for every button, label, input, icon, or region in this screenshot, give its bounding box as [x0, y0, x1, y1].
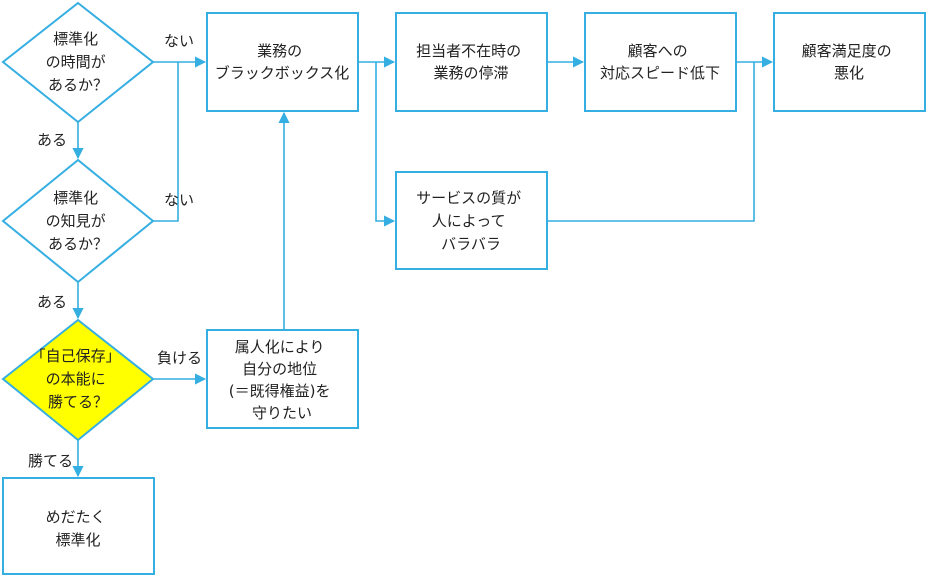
node-text-line: の時間が	[46, 53, 106, 71]
edge-blackbox-quality	[375, 62, 396, 227]
node-text-line: 顧客への	[628, 42, 688, 60]
label-instinct-win: 勝てる	[28, 452, 73, 470]
node-text-line: 標準化	[53, 30, 98, 48]
svg-text:「自己保存」 の本能に 勝てる？: 「自己保存」 の本能に 勝てる？	[31, 347, 126, 411]
svg-text:顧客への 対応スピード低下: 顧客への 対応スピード低下	[600, 42, 720, 82]
label-time-no: ない	[164, 32, 194, 50]
node-text-line: バラバラ	[441, 235, 501, 253]
box-shape	[773, 12, 926, 112]
node-text-line: 業務の停滞	[433, 64, 508, 82]
decision-knowledge: 標準化 の知見が あるか？	[1, 158, 155, 284]
node-text-line: 人によって	[432, 212, 506, 230]
box-stagnation: 担当者不在時の 業務の停滞	[395, 12, 548, 112]
diamond-shape	[1, 1, 155, 124]
node-text-line: 「自己保存」	[31, 347, 121, 365]
box-shape	[584, 12, 737, 112]
svg-text:めだたく 標準化: めだたく 標準化	[46, 508, 111, 549]
box-shape	[395, 171, 548, 270]
node-text-line: 守りたい	[252, 404, 312, 422]
box-standardize: めだたく 標準化	[2, 477, 155, 575]
node-text-line: めだたく	[46, 508, 106, 526]
node-text-line: の本能に	[46, 370, 106, 388]
box-satisfaction: 顧客満足度の 悪化	[773, 12, 926, 112]
node-text-line: 自分の地位	[242, 360, 317, 378]
svg-text:担当者不在時の 業務の停滞: 担当者不在時の 業務の停滞	[416, 42, 526, 82]
box-shape	[206, 329, 359, 429]
label-time-yes: ある	[37, 131, 67, 149]
box-shape	[206, 12, 359, 112]
edge-labels: ない ある ない ある 負ける 勝てる	[28, 32, 202, 470]
node-text-line: 属人化により	[235, 338, 325, 356]
node-text-line: 標準化	[53, 189, 98, 207]
box-keep-status: 属人化により 自分の地位 (＝既得権益)を 守りたい	[206, 329, 359, 429]
label-instinct-lose: 負ける	[157, 349, 202, 367]
edge-knowledge-no	[153, 62, 179, 222]
svg-text:業務の ブラックボックス化: 業務の ブラックボックス化	[215, 42, 350, 82]
node-text-line: 対応スピード低下	[600, 64, 720, 82]
svg-text:標準化 の時間が あるか？: 標準化 の時間が あるか？	[46, 30, 111, 94]
node-text-line: 標準化	[55, 531, 100, 549]
box-blackbox: 業務の ブラックボックス化	[206, 12, 359, 112]
decision-time: 標準化 の時間が あるか？	[1, 1, 155, 124]
decision-instinct: 「自己保存」 の本能に 勝てる？	[1, 318, 155, 442]
box-shape	[2, 477, 155, 575]
node-text-line: 顧客満足度の	[802, 42, 892, 60]
svg-text:標準化 の知見が あるか？: 標準化 の知見が あるか？	[46, 189, 111, 253]
node-text-line: 悪化	[834, 64, 864, 82]
box-quality-varies: サービスの質が 人によって バラバラ	[395, 171, 548, 270]
svg-text:属人化により 自分の地位 (＝既得権: 属人化により 自分の地位 (＝既得権益)を 守りたい	[229, 338, 336, 422]
label-knowledge-no: ない	[164, 191, 194, 209]
svg-text:サービスの質が 人によって バラバラ: サービスの質が 人によって バラバラ	[416, 189, 526, 253]
node-text-line: 業務の	[257, 42, 302, 60]
box-slow-response: 顧客への 対応スピード低下	[584, 12, 737, 112]
node-text-line: あるか？	[48, 76, 108, 94]
edge-quality-satisfaction	[547, 62, 755, 222]
diamond-shape-highlight	[1, 318, 155, 442]
node-text-line: の知見が	[46, 212, 106, 230]
node-text-line: サービスの質が	[416, 189, 521, 207]
node-text-line: (＝既得権益)を	[229, 382, 331, 400]
node-text-line: ブラックボックス化	[215, 64, 350, 82]
svg-text:顧客満足度の 悪化: 顧客満足度の 悪化	[802, 42, 897, 82]
diamond-shape	[1, 158, 155, 284]
node-text-line: 勝てる？	[48, 393, 108, 411]
node-text-line: あるか？	[48, 235, 108, 253]
edges	[72, 56, 774, 478]
label-knowledge-yes: ある	[37, 293, 67, 311]
box-shape	[395, 12, 548, 112]
node-text-line: 担当者不在時の	[416, 42, 521, 60]
